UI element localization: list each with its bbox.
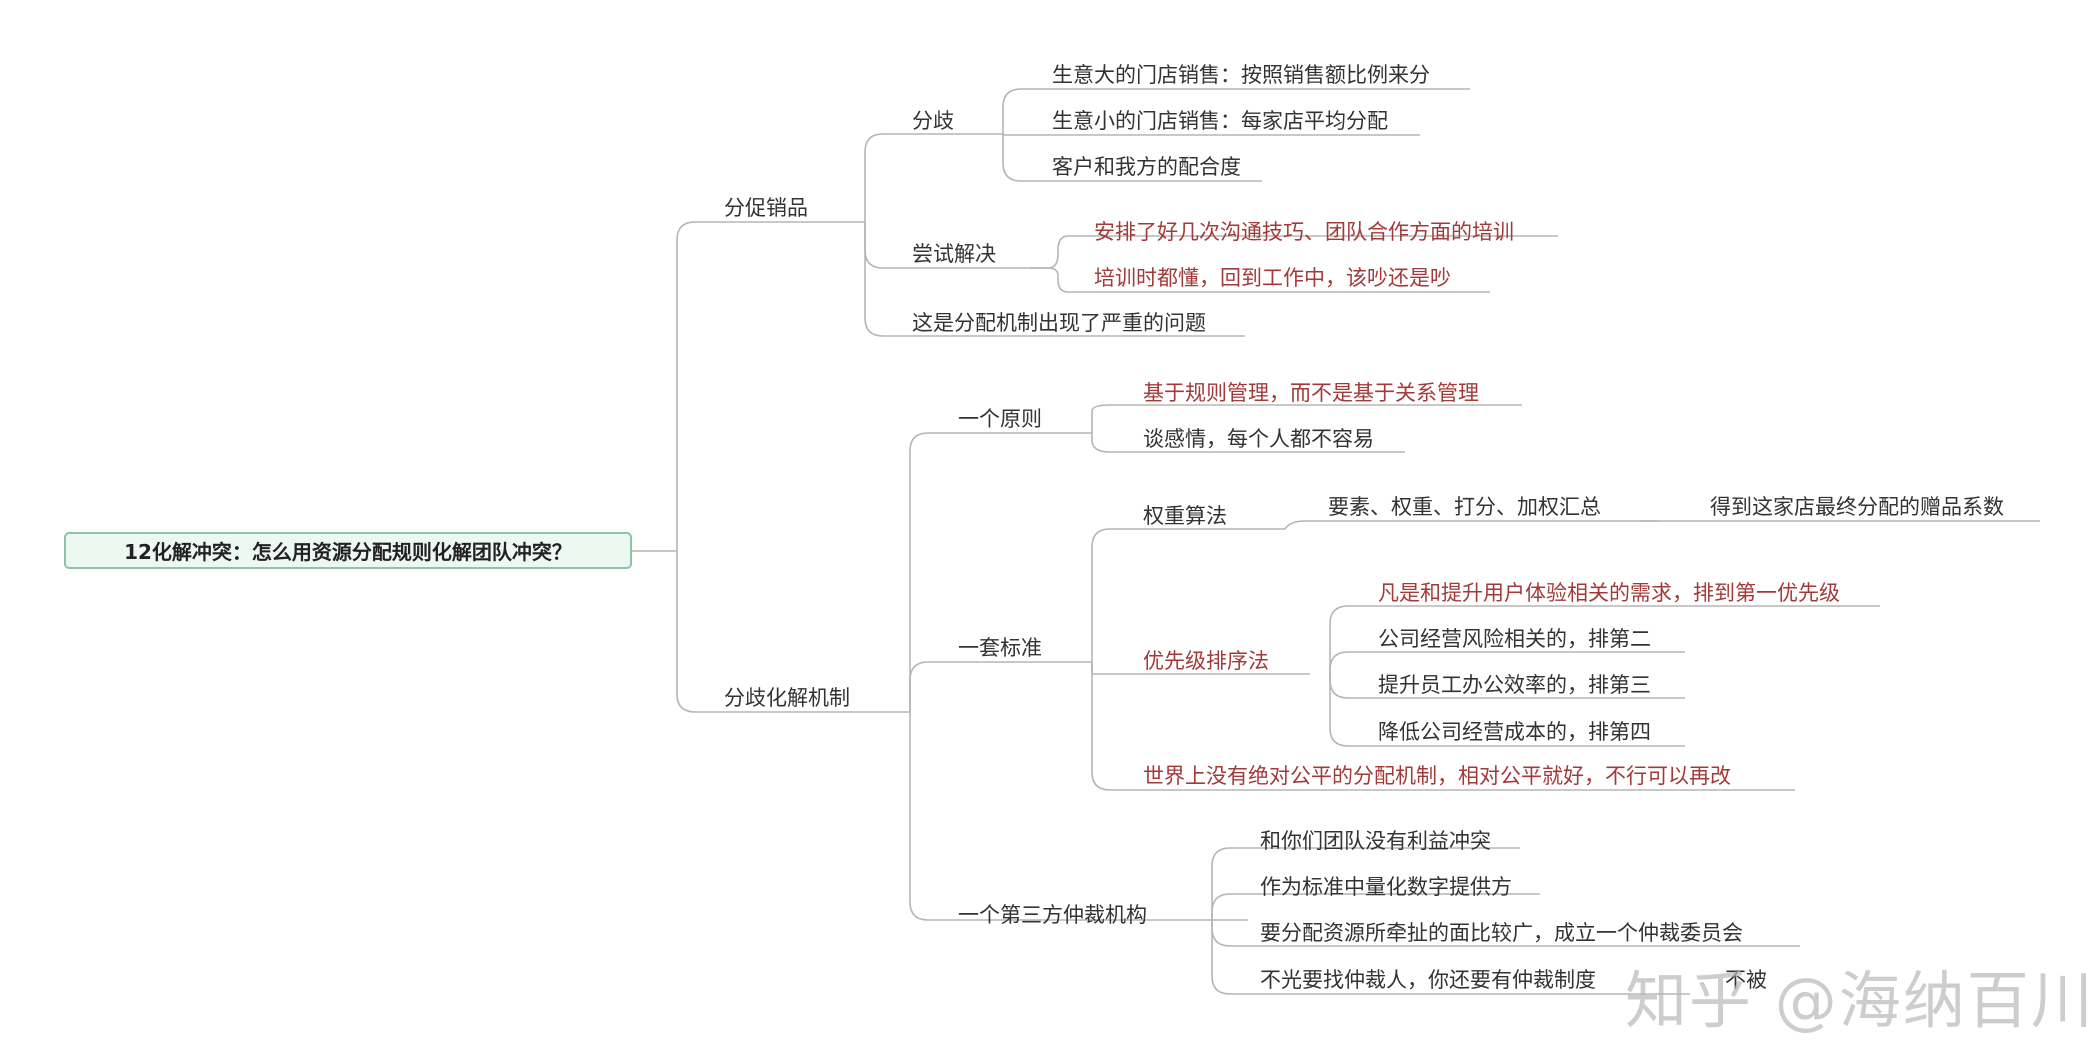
priority-item-4[interactable]: 降低公司经营成本的，排第四 [1378, 720, 1651, 744]
weight-result[interactable]: 得到这家店最终分配的赠品系数 [1710, 495, 2004, 519]
attempt-item-1[interactable]: 安排了好几次沟通技巧、团队合作方面的培训 [1094, 220, 1514, 244]
dispute-item-1[interactable]: 生意大的门店销售：按照销售额比例来分 [1052, 63, 1430, 87]
arbitration-item-4[interactable]: 不光要找仲裁人，你还要有仲裁制度 [1260, 968, 1596, 992]
topic-principle[interactable]: 一个原则 [958, 407, 1042, 431]
topic-attempt[interactable]: 尝试解决 [912, 242, 996, 266]
watermark: 知乎 @海纳百川 [1625, 964, 2088, 1037]
dispute-item-2[interactable]: 生意小的门店销售：每家店平均分配 [1052, 109, 1388, 133]
priority-item-3[interactable]: 提升员工办公效率的，排第三 [1378, 673, 1651, 697]
root-topic[interactable]: 12化解冲突：怎么用资源分配规则化解团队冲突？ [64, 532, 632, 569]
topic-standard[interactable]: 一套标准 [958, 636, 1042, 660]
topic-arbitration[interactable]: 一个第三方仲裁机构 [958, 903, 1147, 927]
principle-item-2[interactable]: 谈感情，每个人都不容易 [1143, 427, 1374, 451]
standard-note[interactable]: 世界上没有绝对公平的分配机制，相对公平就好，不行可以再改 [1143, 764, 1731, 788]
arbitration-tail: 不被 [1725, 968, 1767, 992]
arbitration-item-1[interactable]: 和你们团队没有利益冲突 [1260, 829, 1491, 853]
weight-step[interactable]: 要素、权重、打分、加权汇总 [1328, 495, 1601, 519]
arbitration-item-2[interactable]: 作为标准中量化数字提供方 [1260, 875, 1512, 899]
attempt-item-2[interactable]: 培训时都懂，回到工作中，该吵还是吵 [1094, 266, 1451, 290]
topic-priority-sort[interactable]: 优先级排序法 [1143, 649, 1269, 673]
branch-dispute-mechanism[interactable]: 分歧化解机制 [724, 686, 850, 710]
topic-weight-algorithm[interactable]: 权重算法 [1143, 504, 1227, 528]
arbitration-item-3[interactable]: 要分配资源所牵扯的面比较广，成立一个仲裁委员会 [1260, 921, 1743, 945]
topic-problem[interactable]: 这是分配机制出现了严重的问题 [912, 311, 1206, 335]
dispute-item-3[interactable]: 客户和我方的配合度 [1052, 155, 1241, 179]
topic-dispute[interactable]: 分歧 [912, 109, 954, 133]
branch-promo-allocation[interactable]: 分促销品 [724, 196, 808, 220]
priority-item-2[interactable]: 公司经营风险相关的，排第二 [1378, 627, 1651, 651]
priority-item-1[interactable]: 凡是和提升用户体验相关的需求，排到第一优先级 [1378, 581, 1840, 605]
principle-item-1[interactable]: 基于规则管理，而不是基于关系管理 [1143, 381, 1479, 405]
